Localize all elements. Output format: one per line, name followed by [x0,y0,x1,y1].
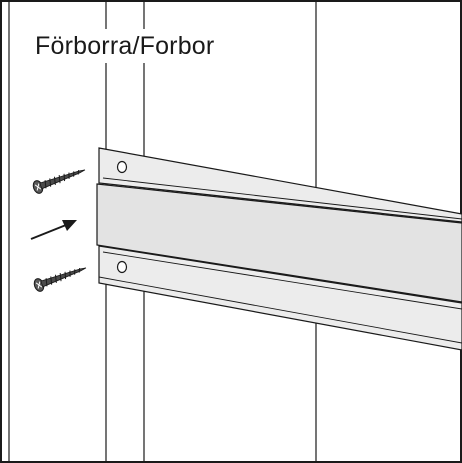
rail-top-flange [98,147,462,223]
rail-hole-bottom [116,260,128,274]
rail-bottom-flange [98,245,462,351]
rail-bend-line-top [102,177,462,220]
rail-hole-top [116,160,128,174]
caption-label: Förborra/Forbor [35,29,217,63]
rail-lower-lip [98,276,462,344]
rail-bend-line-bottom [102,251,462,310]
mounting-rail [96,147,462,351]
rail-main-face [96,183,462,303]
screw-top [32,169,86,194]
screw-bottom [33,267,87,292]
arrow-icon [30,220,77,240]
